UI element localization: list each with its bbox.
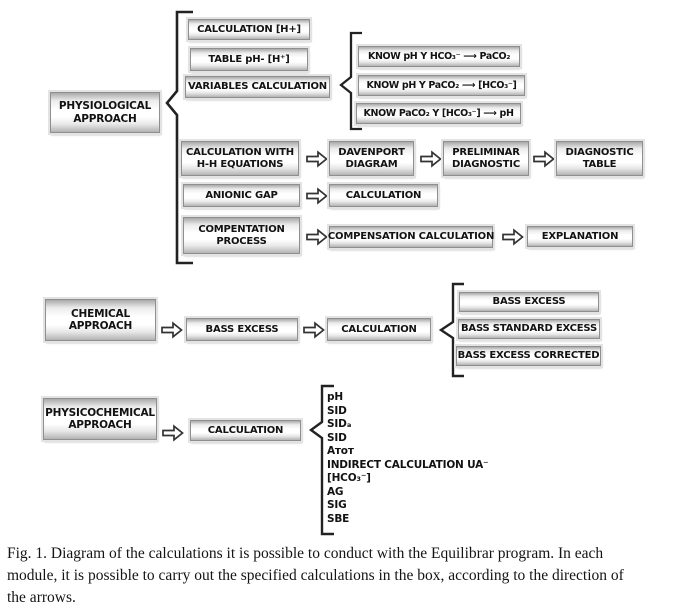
table-ph-h-box: TABLE pH- [H⁺] xyxy=(190,48,308,71)
physicochemical-approach-box: PHYSICOCHEMICAL APPROACH xyxy=(43,398,157,440)
result-item: SID xyxy=(327,404,347,417)
chemical-results-brace xyxy=(438,282,464,378)
calculation-h-box: CALCULATION [H+] xyxy=(188,19,310,40)
flow-arrow-icon xyxy=(533,150,555,168)
compentation-process-box: COMPENTATION PROCESS xyxy=(183,217,300,254)
caption-line: Fig. 1. Diagram of the calculations it i… xyxy=(7,545,604,562)
result-item: Aᴛᴏᴛ xyxy=(327,445,354,457)
flow-arrow-icon xyxy=(161,321,183,339)
flow-arrow-icon xyxy=(306,187,328,205)
anionic-gap-box: ANIONIC GAP xyxy=(183,184,300,207)
result-item: SIDₐ xyxy=(327,418,352,430)
physicochemical-results-list: pH SID SIDₐ SID Aᴛᴏᴛ INDIRECT CALCULATIO… xyxy=(327,391,489,526)
bass-standard-excess-box: BASS STANDARD EXCESS xyxy=(458,319,600,339)
know-ph-hco3-paco2-box: KNOW pH Y HCO₃⁻ ⟶ PaCO₂ xyxy=(358,46,520,67)
physiological-brace xyxy=(165,10,193,265)
flow-arrow-icon xyxy=(162,424,184,442)
bass-excess-box: BASS EXCESS xyxy=(186,318,298,341)
figure-caption: Fig. 1. Diagram of the calculations it i… xyxy=(7,543,683,604)
diagnostic-table-box: DIAGNOSTIC TABLE xyxy=(556,141,643,176)
result-item: SBE xyxy=(327,512,350,525)
preliminar-diagnostic-box: PRELIMINAR DIAGNOSTIC xyxy=(443,141,529,176)
flow-arrow-icon xyxy=(420,150,442,168)
physiological-approach-box: PHYSIOLOGICAL APPROACH xyxy=(50,92,160,133)
result-item: SIG xyxy=(327,499,347,511)
flow-arrow-icon xyxy=(306,228,328,246)
physicochemical-calculation-box: CALCULATION xyxy=(190,420,301,441)
davenport-diagram-box: DAVENPORT DIAGRAM xyxy=(329,141,414,176)
result-item: INDIRECT CALCULATION UA⁻ xyxy=(327,458,489,471)
flow-arrow-icon xyxy=(303,321,325,339)
variables-brace xyxy=(339,31,362,131)
compensation-calculation-box: COMPENSATION CALCULATION xyxy=(328,226,494,248)
result-item: [HCO₃⁻] xyxy=(327,472,371,484)
result-item: pH xyxy=(327,391,343,403)
bass-excess-result-box: BASS EXCESS xyxy=(459,292,599,312)
caption-line: module, it is possible to carry out the … xyxy=(7,567,624,584)
know-paco2-hco3-ph-box: KNOW PaCO₂ Y [HCO₃⁻] ⟶ pH xyxy=(356,103,521,124)
variables-calculation-box: VARIABLES CALCULATION xyxy=(185,76,330,98)
result-item: AG xyxy=(327,485,344,498)
flow-arrow-icon xyxy=(502,228,524,246)
caption-line: the arrows. xyxy=(7,589,76,604)
flow-arrow-icon xyxy=(306,150,328,168)
explanation-box: EXPLANATION xyxy=(527,226,633,247)
calculation-hh-equations-box: CALCULATION WITH H-H EQUATIONS xyxy=(181,141,299,176)
know-ph-paco2-hco3-box: KNOW pH Y PaCO₂ ⟶ [HCO₃⁻] xyxy=(358,75,525,96)
chemical-calculation-box: CALCULATION xyxy=(327,318,431,341)
chemical-approach-box: CHEMICAL APPROACH xyxy=(45,299,156,341)
bass-excess-corrected-box: BASS EXCESS CORRECTED xyxy=(456,346,601,366)
result-item: SID xyxy=(327,431,347,444)
physicochemical-results-brace xyxy=(308,384,334,536)
anionic-calculation-box: CALCULATION xyxy=(329,184,438,207)
